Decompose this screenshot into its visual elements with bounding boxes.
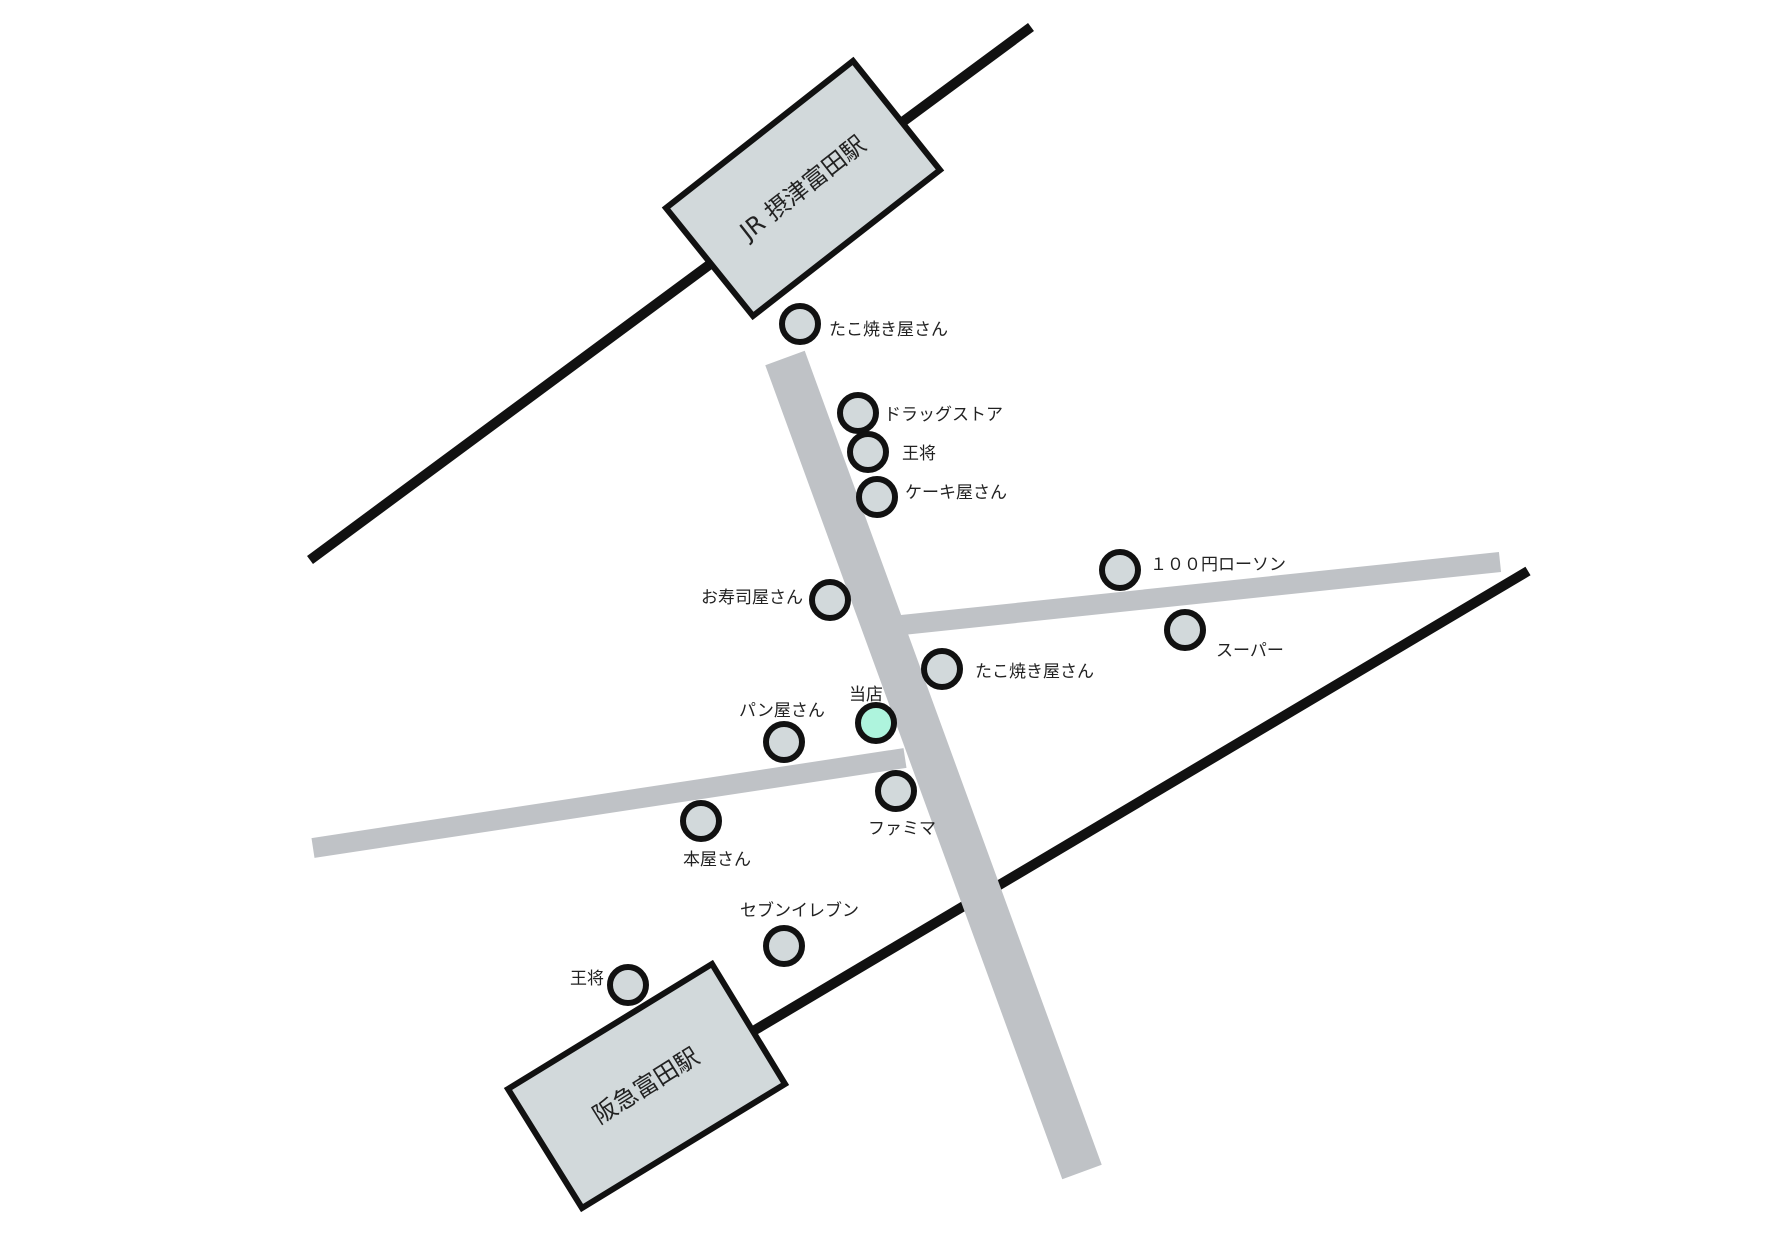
poi-label: たこ焼き屋さん bbox=[829, 320, 948, 340]
poi-marker bbox=[680, 800, 722, 842]
poi-marker bbox=[809, 579, 851, 621]
poi-label: 当店 bbox=[849, 685, 883, 705]
poi-label: 王将 bbox=[902, 444, 936, 464]
jr-station-box bbox=[661, 56, 945, 321]
poi-lawson100: １００円ローソン bbox=[1099, 549, 1286, 591]
poi-label: 王将 bbox=[570, 969, 604, 989]
poi-bookstore: 本屋さん bbox=[680, 800, 751, 870]
poi-marker bbox=[837, 392, 879, 434]
poi-label: ケーキ屋さん bbox=[905, 483, 1007, 503]
west-road bbox=[311, 748, 907, 858]
our-store-marker bbox=[855, 702, 897, 744]
poi-label: ファミマ bbox=[868, 819, 936, 839]
poi-label: １００円ローソン bbox=[1150, 555, 1286, 575]
main-road bbox=[765, 350, 1102, 1180]
poi-marker bbox=[875, 770, 917, 812]
poi-marker bbox=[921, 648, 963, 690]
poi-supermarket: スーパー bbox=[1164, 609, 1284, 661]
poi-label: セブンイレブン bbox=[740, 900, 859, 921]
poi-ohsho-north: 王将 bbox=[847, 431, 936, 473]
poi-label: お寿司屋さん bbox=[701, 588, 803, 608]
jr-railway-line bbox=[307, 22, 1034, 565]
poi-marker bbox=[607, 964, 649, 1006]
poi-takoyaki-north: たこ焼き屋さん bbox=[779, 303, 948, 345]
jr-station: JR 摂津富田駅 bbox=[661, 56, 945, 321]
poi-ohsho-south: 王将 bbox=[570, 964, 649, 1006]
poi-marker bbox=[763, 925, 805, 967]
east-road bbox=[900, 552, 1502, 635]
poi-marker bbox=[847, 431, 889, 473]
poi-label: スーパー bbox=[1216, 641, 1284, 661]
poi-marker bbox=[1164, 609, 1206, 651]
poi-cake-shop: ケーキ屋さん bbox=[856, 476, 1007, 518]
hankyu-railway-line bbox=[752, 566, 1531, 1035]
poi-our-store: 当店 bbox=[849, 685, 897, 744]
poi-marker bbox=[763, 721, 805, 763]
hankyu-station: 阪急富田駅 bbox=[503, 959, 790, 1213]
poi-drugstore: ドラッグストア bbox=[837, 392, 1003, 434]
poi-marker bbox=[779, 303, 821, 345]
poi-seven-eleven: セブンイレブン bbox=[740, 900, 859, 967]
poi-label: ドラッグストア bbox=[884, 405, 1003, 425]
hankyu-station-box bbox=[503, 959, 790, 1213]
poi-label: たこ焼き屋さん bbox=[975, 662, 1094, 682]
poi-label: パン屋さん bbox=[739, 701, 825, 721]
poi-marker bbox=[1099, 549, 1141, 591]
poi-takoyaki-south: たこ焼き屋さん bbox=[921, 648, 1094, 690]
poi-sushi: お寿司屋さん bbox=[701, 579, 851, 621]
poi-marker bbox=[856, 476, 898, 518]
poi-familymart: ファミマ bbox=[868, 770, 936, 839]
poi-label: 本屋さん bbox=[683, 850, 751, 870]
poi-bakery: パン屋さん bbox=[739, 701, 825, 763]
